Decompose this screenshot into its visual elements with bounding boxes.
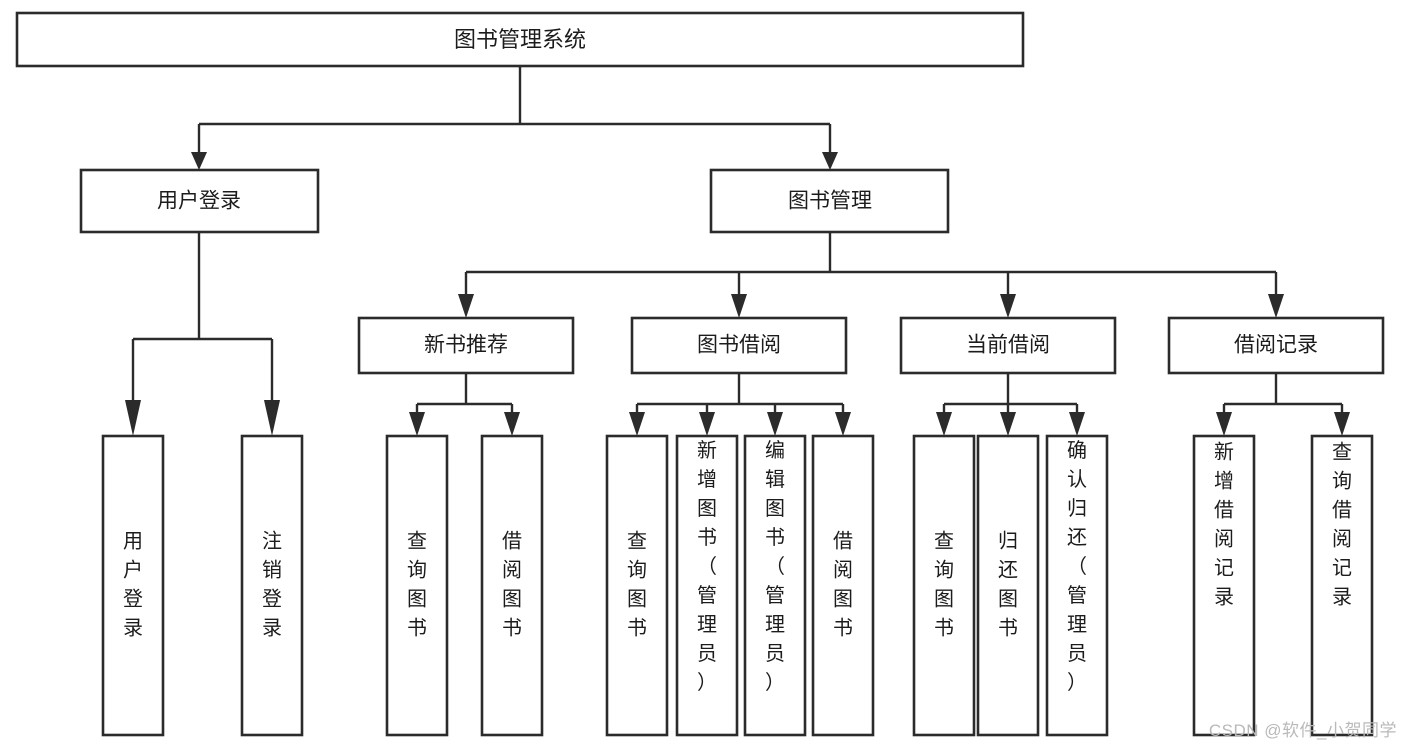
leaf-user-login-1-label: 用户登录 [123,531,143,640]
leaf-book-borrow-2[interactable]: 新增图书（管理员） [675,434,739,737]
node-root-box[interactable] [15,11,1025,68]
arrow-bb-leaf-4 [835,412,851,436]
node-borrow-record-label: 借阅记录 [1234,334,1318,357]
arrow-nb-leaf-2 [504,412,520,436]
arrow-to-current-borrow [1000,294,1016,318]
arrow-to-book-borrow [731,294,747,318]
leaf-borrow-record-1[interactable]: 新增借阅记录 [1192,434,1256,737]
arrow-br-leaf-1 [1216,412,1232,436]
leaf-book-borrow-3[interactable]: 编辑图书（管理员） [743,434,807,737]
leaf-new-book-1-box[interactable] [385,434,449,737]
arrow-bb-leaf-1 [629,412,645,436]
leaf-book-borrow-1-box[interactable] [605,434,669,737]
leaf-user-login-2[interactable]: 注销登录 [240,434,304,737]
node-root[interactable]: 图书管理系统 [15,11,1025,68]
arrow-cb-leaf-1 [936,412,952,436]
arrow-br-leaf-2 [1334,412,1350,436]
node-user-login-box[interactable] [79,168,320,234]
leaf-current-borrow-3[interactable]: 确认归还（管理员） [1045,434,1109,737]
node-new-book-recommend-label: 新书推荐 [424,334,508,357]
arrow-to-book-manage [822,152,838,170]
node-borrow-record-box[interactable] [1167,316,1385,375]
arrow-bb-leaf-2 [699,412,715,436]
leaf-borrow-record-1-label: 新增借阅记录 [1214,441,1234,609]
leaf-book-borrow-2-box[interactable] [675,434,739,737]
node-new-book-recommend-box[interactable] [357,316,575,375]
node-new-book-recommend[interactable]: 新书推荐 [357,316,575,375]
arrow-cb-leaf-2 [1000,412,1016,436]
node-current-borrow-box[interactable] [899,316,1117,375]
leaf-book-borrow-1-label: 查询图书 [627,530,647,640]
leaf-current-borrow-1-box[interactable] [912,434,976,737]
leaf-current-borrow-1-label: 查询图书 [934,530,954,640]
connector-layer [125,66,1350,436]
leaf-book-borrow-3-box[interactable] [743,434,807,737]
arrow-to-leaf-user-login [125,400,141,436]
leaf-new-book-1[interactable]: 查询图书 [385,434,449,737]
node-current-borrow-label: 当前借阅 [966,334,1050,357]
leaf-current-borrow-2[interactable]: 归还图书 [976,434,1040,737]
leaf-user-login-2-label: 注销登录 [262,530,282,640]
arrow-bb-leaf-3 [767,412,783,436]
node-borrow-record[interactable]: 借阅记录 [1167,316,1385,375]
leaf-book-borrow-3-label: 编辑图书（管理员） [765,439,785,694]
leaf-borrow-record-2-label: 查询借阅记录 [1332,441,1352,609]
node-root-label: 图书管理系统 [454,27,586,52]
leaf-current-borrow-3-box[interactable] [1045,434,1109,737]
arrow-to-user-login [191,152,207,170]
leaf-user-login-1[interactable]: 用户登录 [101,434,165,737]
node-book-borrow-box[interactable] [630,316,848,375]
leaf-current-borrow-2-label: 归还图书 [998,530,1018,640]
node-book-borrow-label: 图书借阅 [697,334,781,357]
leaf-book-borrow-4-box[interactable] [811,434,875,737]
leaf-book-borrow-2-label: 新增图书（管理员） [697,439,717,694]
leaf-user-login-2-box[interactable] [240,434,304,737]
leaf-new-book-2[interactable]: 借阅图书 [480,434,544,737]
node-book-manage[interactable]: 图书管理 [709,168,950,234]
node-user-login[interactable]: 用户登录 [79,168,320,234]
node-book-manage-box[interactable] [709,168,950,234]
arrow-nb-leaf-1 [409,412,425,436]
arrow-cb-leaf-3 [1069,412,1085,436]
leaf-user-login-1-box[interactable] [101,434,165,737]
leaf-current-borrow-2-box[interactable] [976,434,1040,737]
node-current-borrow[interactable]: 当前借阅 [899,316,1117,375]
arrow-to-leaf-logout [264,400,280,436]
leaf-new-book-1-label: 查询图书 [407,530,427,640]
arrow-to-new-book [458,294,474,318]
leaf-borrow-record-1-box[interactable] [1192,434,1256,737]
leaf-borrow-record-2-box[interactable] [1310,434,1374,737]
node-book-borrow[interactable]: 图书借阅 [630,316,848,375]
leaf-new-book-2-box[interactable] [480,434,544,737]
leaf-new-book-2-label: 借阅图书 [502,530,522,640]
leaf-book-borrow-1[interactable]: 查询图书 [605,434,669,737]
leaf-book-borrow-4[interactable]: 借阅图书 [811,434,875,737]
leaf-borrow-record-2[interactable]: 查询借阅记录 [1310,434,1374,737]
node-user-login-label: 用户登录 [157,190,241,213]
node-book-manage-label: 图书管理 [788,190,872,213]
leaf-current-borrow-1[interactable]: 查询图书 [912,434,976,737]
arrow-to-borrow-record [1268,294,1284,318]
leaf-current-borrow-3-label: 确认归还（管理员） [1067,439,1087,694]
leaf-book-borrow-4-label: 借阅图书 [833,530,853,640]
